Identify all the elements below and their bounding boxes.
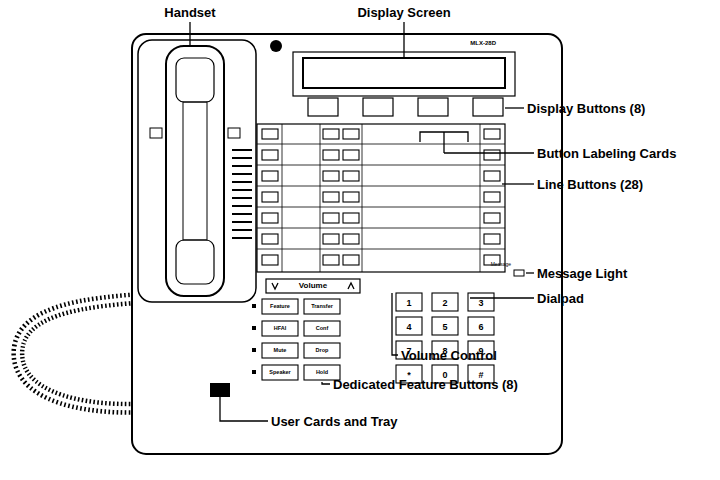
callout-label: Handset <box>164 6 215 19</box>
logo-globe <box>270 40 282 52</box>
leader-lines <box>190 22 534 421</box>
callout-label: Dedicated Feature Buttons (8) <box>333 378 518 391</box>
volume-down-chevron <box>272 283 278 289</box>
handset <box>166 46 224 296</box>
callout-label: Button Labeling Cards <box>537 147 676 160</box>
display-bezel <box>293 52 515 96</box>
callout-label: Line Buttons (28) <box>537 178 643 191</box>
message-light <box>514 270 524 276</box>
volume-bar <box>266 279 360 293</box>
key-digit: 6 <box>478 323 483 332</box>
phone-body <box>132 34 562 454</box>
button-label: Mute <box>274 348 287 354</box>
button-label: Conf <box>316 326 329 332</box>
model-label: MLX-28D <box>470 40 496 46</box>
display-screen <box>303 58 505 88</box>
button-label: Transfer <box>311 304 333 310</box>
key-digit: 5 <box>442 323 447 332</box>
volume-up-chevron <box>348 283 354 289</box>
display-buttons <box>308 98 503 116</box>
button-label: Drop <box>316 348 329 354</box>
button-field <box>257 124 505 272</box>
callout-label: Volume Control <box>401 349 497 362</box>
callout-label: Dialpad <box>537 292 584 305</box>
line-buttons <box>262 129 500 265</box>
user-card-tray <box>210 383 230 397</box>
callout-label: User Cards and Tray <box>271 415 397 428</box>
button-label: Feature <box>270 304 290 310</box>
key-digit: 2 <box>442 299 447 308</box>
feature-buttons <box>262 299 340 380</box>
callout-label: Message Light <box>537 267 627 280</box>
button-label: Speaker <box>269 370 290 376</box>
handset-mouthpiece <box>176 240 214 284</box>
dialpad-keys <box>396 293 494 383</box>
callout-label: Display Buttons (8) <box>527 102 645 115</box>
handset-cradle <box>138 40 256 302</box>
hook-switch <box>150 128 162 138</box>
handset-earpiece <box>176 58 214 102</box>
key-digit: 4 <box>406 323 411 332</box>
handset-grip <box>183 102 207 240</box>
key-digit: 3 <box>478 299 483 308</box>
hook-switch <box>228 128 240 138</box>
panel-label: Message <box>491 262 511 267</box>
button-label: Hold <box>316 370 328 376</box>
volume-label: Volume <box>299 282 327 290</box>
feature-leds <box>252 304 256 374</box>
key-digit: 1 <box>406 299 411 308</box>
speaker-grille <box>232 150 252 238</box>
labeling-card-grid <box>257 124 505 272</box>
callout-label: Display Screen <box>357 6 450 19</box>
button-label: HFAI <box>274 326 287 332</box>
